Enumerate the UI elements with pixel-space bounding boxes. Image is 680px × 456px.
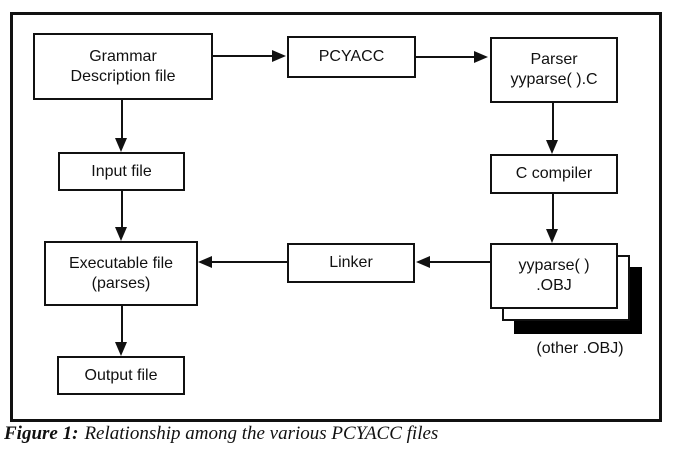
node-executable-file: Executable file (parses) [44,241,198,306]
arrow-input-to-executable-head [115,227,127,241]
arrow-executable-to-output-line [121,305,123,344]
arrow-parser-to-ccompiler-line [552,102,554,142]
arrow-grammar-to-input-head [115,138,127,152]
arrow-yyparse-to-linker-head [416,256,430,268]
arrow-executable-to-output-head [115,342,127,356]
arrow-pcyacc-to-parser-head [474,51,488,63]
other-obj-label: (other .OBJ) [536,340,624,357]
arrow-ccompiler-to-yyparse-line [552,193,554,231]
arrow-yyparse-to-linker-line [429,261,490,263]
arrow-input-to-executable-line [121,190,123,229]
node-parser-yyparse-c: Parser yyparse( ).C [490,37,618,103]
figure-caption: Figure 1:Relationship among the various … [4,423,438,445]
node-c-compiler: C compiler [490,154,618,194]
node-linker: Linker [287,243,415,283]
arrow-grammar-to-pcyacc-head [272,50,286,62]
node-pcyacc: PCYACC [287,36,416,78]
arrow-ccompiler-to-yyparse-head [546,229,558,243]
figure-caption-text: Relationship among the various PCYACC fi… [84,423,439,444]
arrow-grammar-to-pcyacc-line [212,55,274,57]
node-output-file: Output file [57,356,185,395]
figure-caption-label: Figure 1: [4,423,79,444]
arrow-pcyacc-to-parser-line [415,56,476,58]
arrow-parser-to-ccompiler-head [546,140,558,154]
arrow-linker-to-executable-line [211,261,287,263]
node-input-file: Input file [58,152,185,191]
arrow-linker-to-executable-head [198,256,212,268]
node-grammar-description-file: Grammar Description file [33,33,213,100]
node-yyparse-obj: yyparse( ) .OBJ [490,243,618,309]
arrow-grammar-to-input-line [121,99,123,140]
